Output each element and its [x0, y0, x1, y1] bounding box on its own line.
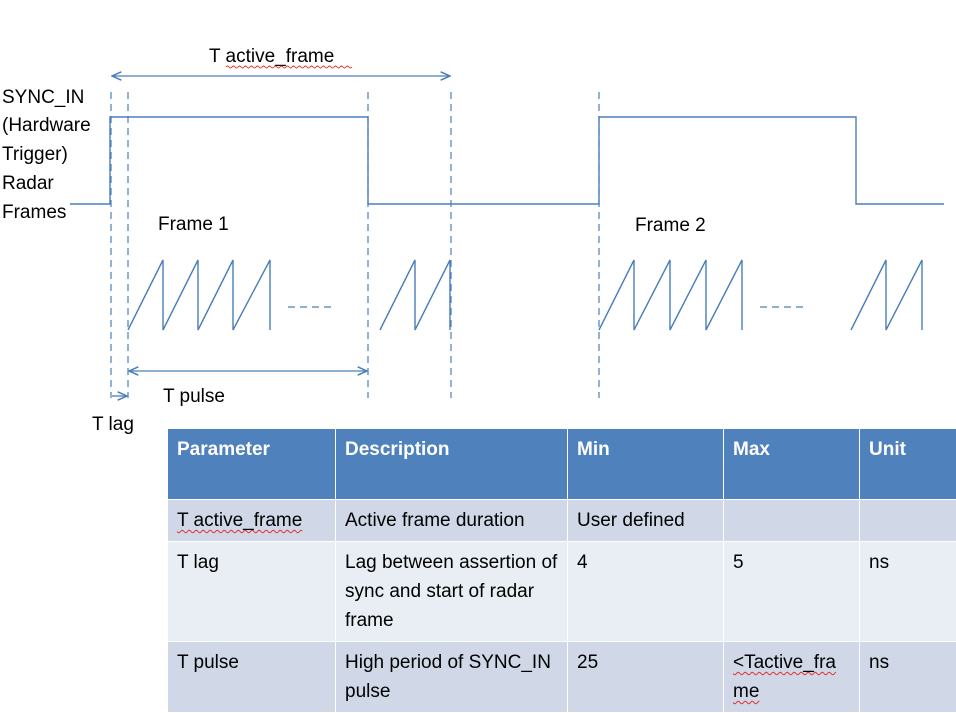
cell-parameter: T pulse	[167, 641, 336, 713]
cell-description: High period of SYNC_IN pulse	[335, 641, 568, 713]
radar-frames-label-line2: Frames	[2, 202, 66, 223]
frame2-last-chirps	[850, 259, 923, 331]
table-row: T pulse High period of SYNC_IN pulse 25 …	[167, 641, 956, 713]
header-unit: Unit	[859, 428, 956, 500]
table-header-row: Parameter Description Min Max Unit	[167, 428, 956, 500]
sync-in-waveform	[70, 116, 944, 205]
table-row: T lag Lag between assertion of sync and …	[167, 541, 956, 642]
frame1-last-chirps	[379, 259, 451, 331]
t-lag-label: T lag	[92, 414, 134, 435]
cell-min: 25	[567, 641, 724, 713]
header-parameter: Parameter	[167, 428, 336, 500]
cell-description: Active frame duration	[335, 499, 568, 542]
sync-in-label-line1: SYNC_IN	[2, 87, 84, 108]
cell-unit: ns	[859, 641, 956, 713]
cell-unit: ns	[859, 541, 956, 642]
table-row: T active_frame Active frame duration Use…	[167, 499, 956, 542]
parameter-table: Parameter Description Min Max Unit T act…	[167, 428, 956, 713]
cell-description: Lag between assertion of sync and start …	[335, 541, 568, 642]
frame1-label: Frame 1	[158, 214, 229, 235]
cell-min: 4	[567, 541, 724, 642]
cell-unit	[859, 499, 956, 542]
cell-max	[723, 499, 860, 542]
frame2-label: Frame 2	[635, 215, 706, 236]
cell-parameter: T active_frame	[167, 499, 336, 542]
header-description: Description	[335, 428, 568, 500]
cell-parameter: T lag	[167, 541, 336, 642]
header-max: Max	[723, 428, 860, 500]
t-active-frame-spellcheck	[225, 65, 353, 69]
cell-parameter-text: T active_frame	[177, 510, 303, 531]
radar-frames-label-line1: Radar	[2, 173, 54, 194]
cell-max: 5	[723, 541, 860, 642]
header-min: Min	[567, 428, 724, 500]
t-active-frame-label: T active_frame	[209, 46, 334, 67]
sync-in-label-line3: Trigger)	[2, 144, 68, 165]
frame1-chirps	[127, 259, 271, 331]
sync-in-label-line2: (Hardware	[2, 115, 91, 136]
cell-max-text: <Tactive_frame	[733, 652, 836, 702]
cell-max: <Tactive_frame	[723, 641, 860, 713]
t-pulse-label: T pulse	[163, 386, 225, 407]
cell-min: User defined	[567, 499, 724, 542]
frame2-chirps	[598, 259, 743, 331]
